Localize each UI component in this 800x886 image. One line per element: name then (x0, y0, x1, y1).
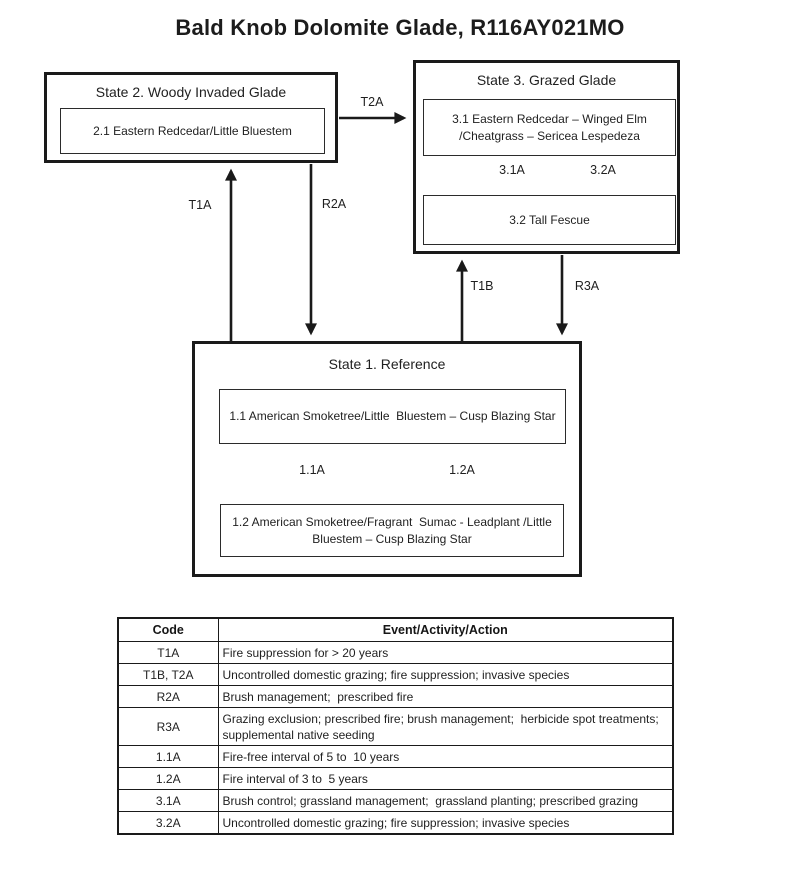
state-3-box: State 3. Grazed Glade 3.1 Eastern Redced… (413, 60, 680, 254)
legend-action: Fire suppression for > 20 years (217, 641, 674, 664)
pathway-label-3-2a: 3.2A (590, 163, 616, 177)
pathway-label-3-1a: 3.1A (499, 163, 525, 177)
state-1-box: State 1. Reference 1.1 American Smoketre… (192, 341, 582, 577)
pathway-label-1-2a: 1.2A (449, 463, 475, 477)
legend-row-r2a: R2A Brush management; prescribed fire (117, 685, 674, 708)
transition-label-t1b: T1B (470, 279, 494, 293)
transition-label-t1a: T1A (188, 198, 212, 212)
legend-action: Grazing exclusion; prescribed fire; brus… (217, 707, 674, 746)
pathway-label-1-1a: 1.1A (299, 463, 325, 477)
legend-action: Brush management; prescribed fire (217, 685, 674, 708)
legend-table: Code Event/Activity/Action T1A Fire supp… (117, 617, 674, 835)
community-3-1-box: 3.1 Eastern Redcedar – Winged Elm /Cheat… (423, 99, 676, 156)
transition-label-r2a: R2A (321, 197, 347, 211)
legend-code: 3.2A (117, 811, 219, 835)
state-2-title: State 2. Woody Invaded Glade (95, 84, 287, 100)
community-2-1-box: 2.1 Eastern Redcedar/Little Bluestem (60, 108, 325, 154)
legend-code: R3A (117, 707, 219, 746)
legend-action: Uncontrolled domestic grazing; fire supp… (217, 811, 674, 835)
legend-row-t1b-t2a: T1B, T2A Uncontrolled domestic grazing; … (117, 663, 674, 686)
page-title: Bald Knob Dolomite Glade, R116AY021MO (175, 15, 625, 40)
transition-label-t2a: T2A (360, 95, 384, 109)
state-2-box: State 2. Woody Invaded Glade 2.1 Eastern… (44, 72, 338, 163)
community-1-2-box: 1.2 American Smoketree/Fragrant Sumac - … (220, 504, 564, 557)
state-1-title: State 1. Reference (328, 356, 446, 372)
legend-action: Uncontrolled domestic grazing; fire supp… (217, 663, 674, 686)
legend-row-t1a: T1A Fire suppression for > 20 years (117, 641, 674, 664)
legend-row-1-1a: 1.1A Fire-free interval of 5 to 10 years (117, 745, 674, 768)
legend-code: T1B, T2A (117, 663, 219, 686)
community-1-1-box: 1.1 American Smoketree/Little Bluestem –… (219, 389, 566, 444)
legend-action: Brush control; grassland management; gra… (217, 789, 674, 812)
transition-label-r3a: R3A (574, 279, 600, 293)
state-3-title: State 3. Grazed Glade (476, 72, 617, 88)
legend-action: Fire-free interval of 5 to 10 years (217, 745, 674, 768)
legend-row-3-2a: 3.2A Uncontrolled domestic grazing; fire… (117, 811, 674, 835)
legend-header-code: Code (117, 617, 219, 642)
legend-row-r3a: R3A Grazing exclusion; prescribed fire; … (117, 707, 674, 746)
community-3-2-box: 3.2 Tall Fescue (423, 195, 676, 245)
legend-row-3-1a: 3.1A Brush control; grassland management… (117, 789, 674, 812)
